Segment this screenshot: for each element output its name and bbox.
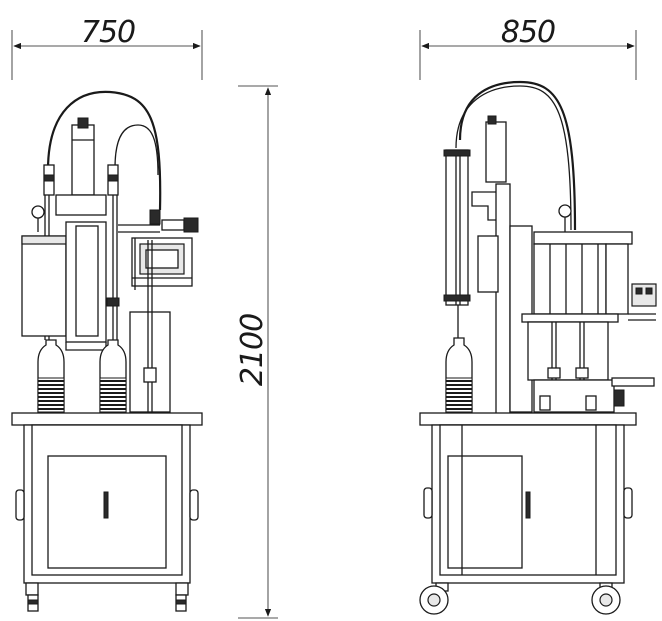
front-view <box>11 90 203 612</box>
side-width-label: 850 <box>501 15 555 50</box>
front-width-dimension: 750 <box>11 15 203 80</box>
side-width-dimension: 850 <box>419 15 637 80</box>
front-width-label: 750 <box>81 15 135 50</box>
side-view <box>419 80 657 615</box>
height-label: 2100 <box>235 314 270 386</box>
height-dimension: 2100 <box>235 85 278 619</box>
